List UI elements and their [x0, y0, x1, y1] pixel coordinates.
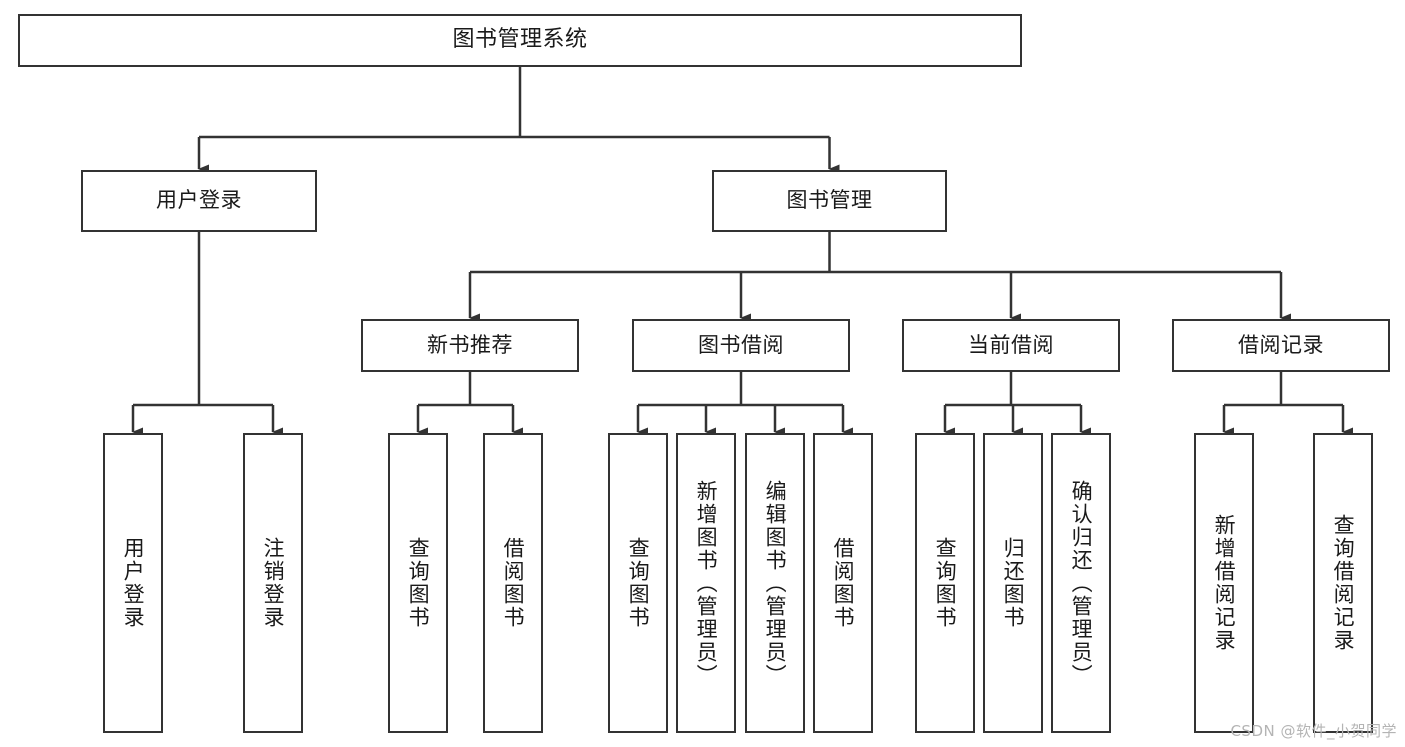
node-new-book-recommend[interactable]: 新书推荐 — [361, 319, 579, 372]
node-leaf-confirm-return[interactable]: 确认归还（管理员） — [1051, 433, 1111, 733]
node-label-leaf-edit-book: 编辑图书（管理员） — [763, 479, 788, 687]
node-leaf-borrow-book-2[interactable]: 借阅图书 — [813, 433, 873, 733]
node-label-user-login: 用户登录 — [156, 188, 242, 213]
node-label-leaf-query-book-2: 查询图书 — [626, 537, 651, 629]
node-label-leaf-query-book-1: 查询图书 — [406, 537, 431, 629]
node-leaf-edit-book[interactable]: 编辑图书（管理员） — [745, 433, 805, 733]
node-label-leaf-return-book: 归还图书 — [1001, 537, 1026, 629]
node-label-leaf-borrow-book-1: 借阅图书 — [501, 537, 526, 629]
node-label-book-borrow: 图书借阅 — [698, 332, 784, 357]
node-label-leaf-add-book: 新增图书（管理员） — [694, 479, 719, 687]
node-label-leaf-query-book-3: 查询图书 — [933, 537, 958, 629]
node-borrow-record[interactable]: 借阅记录 — [1172, 319, 1390, 372]
node-label-leaf-user-login: 用户登录 — [121, 537, 146, 629]
node-label-root: 图书管理系统 — [452, 27, 588, 53]
node-leaf-query-record[interactable]: 查询借阅记录 — [1313, 433, 1373, 733]
node-label-leaf-user-logout: 注销登录 — [261, 537, 286, 629]
node-leaf-query-book-1[interactable]: 查询图书 — [388, 433, 448, 733]
node-leaf-query-book-3[interactable]: 查询图书 — [915, 433, 975, 733]
node-label-leaf-add-record: 新增借阅记录 — [1212, 514, 1237, 652]
node-root[interactable]: 图书管理系统 — [18, 14, 1022, 67]
node-label-leaf-borrow-book-2: 借阅图书 — [831, 537, 856, 629]
node-label-leaf-query-record: 查询借阅记录 — [1331, 514, 1356, 652]
node-label-borrow-record: 借阅记录 — [1238, 332, 1324, 357]
node-leaf-add-record[interactable]: 新增借阅记录 — [1194, 433, 1254, 733]
node-label-current-borrow: 当前借阅 — [968, 332, 1054, 357]
watermark-label: CSDN @软件_小贺同学 — [1230, 722, 1397, 740]
node-book-manage[interactable]: 图书管理 — [712, 170, 947, 232]
node-label-leaf-confirm-return: 确认归还（管理员） — [1069, 479, 1094, 687]
node-label-book-manage: 图书管理 — [786, 188, 873, 213]
node-user-login[interactable]: 用户登录 — [81, 170, 317, 232]
node-leaf-borrow-book-1[interactable]: 借阅图书 — [483, 433, 543, 733]
node-book-borrow[interactable]: 图书借阅 — [632, 319, 850, 372]
node-leaf-return-book[interactable]: 归还图书 — [983, 433, 1043, 733]
node-leaf-add-book[interactable]: 新增图书（管理员） — [676, 433, 736, 733]
node-current-borrow[interactable]: 当前借阅 — [902, 319, 1120, 372]
node-label-new-book-recommend: 新书推荐 — [427, 332, 513, 357]
node-leaf-user-login[interactable]: 用户登录 — [103, 433, 163, 733]
node-leaf-query-book-2[interactable]: 查询图书 — [608, 433, 668, 733]
node-leaf-user-logout[interactable]: 注销登录 — [243, 433, 303, 733]
